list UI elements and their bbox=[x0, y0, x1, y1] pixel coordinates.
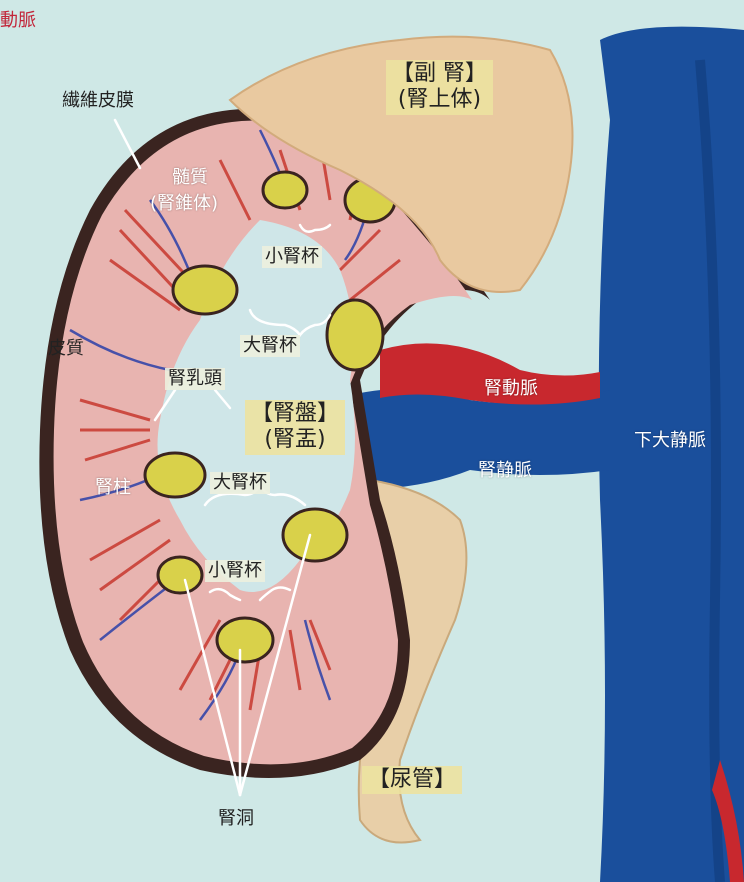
ivc-label: 下大静脈 bbox=[634, 430, 706, 452]
inferior-vena-cava bbox=[599, 27, 744, 882]
major-calyx-bottom-label: 大腎杯 bbox=[210, 472, 270, 494]
medulla-label: 髄質 bbox=[172, 167, 208, 189]
renal-papilla-label: 腎乳頭 bbox=[165, 368, 225, 390]
adrenal-gland-label: 【副 腎】 (腎上体) bbox=[386, 60, 493, 115]
renal-pelvis-label: 【腎盤】 (腎盂) bbox=[245, 400, 345, 455]
renal-vein-label: 腎静脈 bbox=[478, 460, 532, 482]
cortex-label: 皮質 bbox=[48, 338, 84, 360]
major-calyx-top-label: 大腎杯 bbox=[240, 335, 300, 357]
renal-column-label: 腎柱 bbox=[95, 477, 131, 499]
renal-pelvis-line1: 【腎盤】 bbox=[251, 401, 339, 427]
medulla-sublabel: (腎錐体) bbox=[150, 193, 218, 215]
ureter-label: 【尿管】 bbox=[362, 766, 462, 794]
minor-calyx-bottom-label: 小腎杯 bbox=[205, 560, 265, 582]
minor-calyx-top-label: 小腎杯 bbox=[262, 246, 322, 268]
renal-sinus-label: 腎洞 bbox=[218, 808, 254, 830]
adrenal-line1: 【副 腎】 bbox=[392, 61, 487, 87]
corner-label: 動脈 bbox=[0, 10, 36, 32]
adrenal-line2: (腎上体) bbox=[392, 87, 487, 113]
fibrous-capsule-label: 繊維皮膜 bbox=[62, 90, 134, 112]
renal-pelvis-line2: (腎盂) bbox=[251, 427, 339, 453]
renal-artery-label: 腎動脈 bbox=[484, 378, 538, 400]
